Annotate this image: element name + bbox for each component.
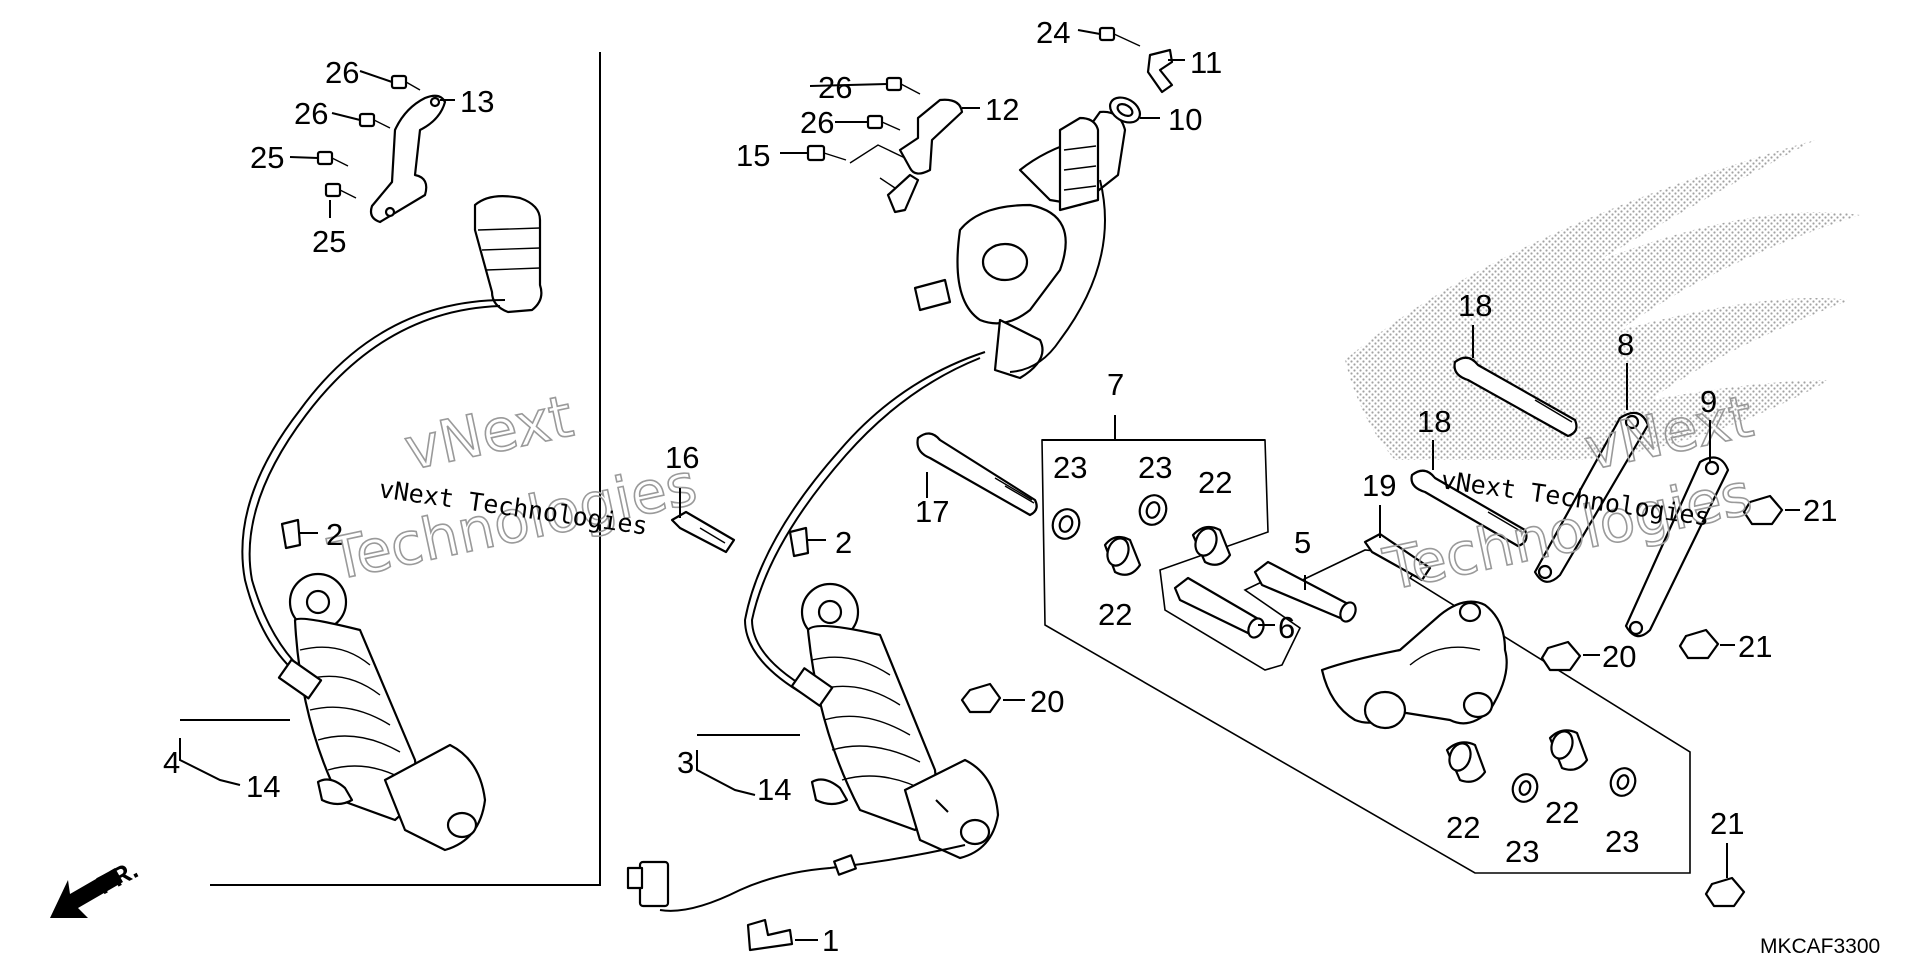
- callout-4: 4: [163, 745, 180, 780]
- bolt-19: [1363, 532, 1432, 582]
- callout-1: 1: [822, 923, 839, 958]
- nut-20-right: [1540, 640, 1582, 672]
- callout-9: 9: [1700, 384, 1717, 419]
- seals-23-upper: [1051, 494, 1168, 540]
- callout-25: 25: [312, 224, 346, 259]
- callout-16: 16: [665, 440, 699, 475]
- bracket-11: [1146, 48, 1174, 94]
- callout-17: 17: [915, 494, 949, 529]
- clip-2-right: [788, 526, 810, 558]
- clip-2-left: [280, 518, 302, 550]
- callout-26: 26: [818, 70, 852, 105]
- shock-link-body: [1320, 600, 1508, 730]
- front-direction-arrow: FR.: [50, 854, 143, 918]
- callout-24: 24: [1036, 15, 1070, 50]
- callout-18: 18: [1458, 288, 1492, 323]
- callout-2: 2: [835, 525, 852, 560]
- watermark-left: vNext Technologies vNext Technologies: [322, 381, 703, 595]
- callout-22: 22: [1198, 465, 1232, 500]
- callout-10: 10: [1168, 102, 1202, 137]
- callout-21: 21: [1738, 629, 1772, 664]
- callout-14: 14: [246, 769, 280, 804]
- callout-22: 22: [1098, 597, 1132, 632]
- collar-5: [1253, 560, 1357, 623]
- bolt-18-lower: [1410, 469, 1528, 548]
- callout-2: 2: [326, 517, 343, 552]
- callout-22: 22: [1545, 795, 1579, 830]
- link-plate-8: [1533, 411, 1650, 583]
- left-frame-border: [210, 52, 601, 886]
- bushings-22-upper: [1103, 525, 1232, 576]
- nut-20-left: [960, 682, 1002, 714]
- bolt-24: [1098, 26, 1141, 47]
- bolt-18-upper: [1453, 356, 1578, 438]
- leader-lines: [179, 29, 1800, 941]
- link-plate-9: [1624, 456, 1730, 638]
- callout-26: 26: [294, 96, 328, 131]
- callout-labels: 26 26 25 25 13 2 4 14 24 11 10 26 26 15 …: [163, 15, 1837, 958]
- nut-21-lower: [1704, 876, 1746, 908]
- callout-23: 23: [1605, 824, 1639, 859]
- callout-3: 3: [677, 745, 694, 780]
- bolts-bracket-12: [806, 76, 921, 189]
- callout-15: 15: [736, 138, 770, 173]
- bracket-13: [369, 94, 447, 224]
- callout-18: 18: [1417, 404, 1451, 439]
- callout-7: 7: [1107, 367, 1124, 402]
- bracket-12: [886, 98, 964, 214]
- callout-21: 21: [1710, 806, 1744, 841]
- callout-26: 26: [800, 105, 834, 140]
- left-shock-absorber: [241, 195, 543, 852]
- callout-22: 22: [1446, 810, 1480, 845]
- bolt-17: [916, 432, 1038, 517]
- collar-6: [1173, 576, 1265, 639]
- callout-19: 19: [1362, 468, 1396, 503]
- callout-6: 6: [1278, 610, 1295, 645]
- callout-20: 20: [1602, 639, 1636, 674]
- callout-25: 25: [250, 140, 284, 175]
- diagram-code: MKCAF3300: [1760, 935, 1880, 958]
- bushings-22-lower: [1445, 729, 1589, 783]
- bolt-16: [670, 510, 736, 554]
- callout-26: 26: [325, 55, 359, 90]
- callout-23: 23: [1138, 450, 1172, 485]
- nut-21-upper: [1742, 494, 1784, 526]
- sleeve-14-icons: [316, 778, 849, 806]
- callout-23: 23: [1053, 450, 1087, 485]
- callout-23: 23: [1505, 834, 1539, 869]
- callout-5: 5: [1294, 525, 1311, 560]
- callout-8: 8: [1617, 327, 1634, 362]
- clip-1: [746, 918, 794, 952]
- watermark-big-text-1: vNext: [399, 382, 579, 484]
- callout-13: 13: [460, 84, 494, 119]
- callout-12: 12: [985, 92, 1019, 127]
- right-shock-absorber: [626, 110, 1127, 912]
- callout-20: 20: [1030, 684, 1064, 719]
- ring-10: [1108, 96, 1142, 124]
- callout-14: 14: [757, 772, 791, 807]
- callout-11: 11: [1190, 45, 1222, 80]
- seals-23-lower: [1511, 767, 1637, 803]
- nut-21-middle: [1678, 628, 1720, 660]
- callout-21: 21: [1803, 493, 1837, 528]
